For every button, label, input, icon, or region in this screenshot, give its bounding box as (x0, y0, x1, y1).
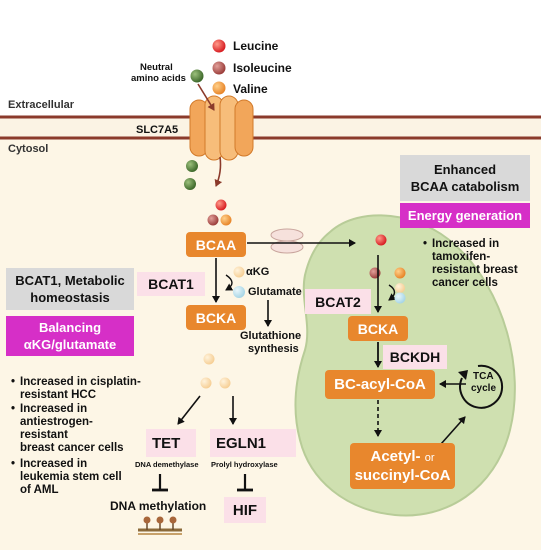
akg-label: αKG (246, 266, 270, 278)
balancing-badge: Balancing αKG/glutamate (6, 316, 134, 356)
leucine-label: Leucine (233, 39, 279, 53)
glutathione-label: Glutathione (240, 330, 302, 342)
isoleucine-label: Isoleucine (233, 61, 292, 75)
right-bullet-line: Increased in (432, 238, 500, 250)
left-bullet-line: breast cancer cells (20, 442, 124, 454)
neutral-amino-acid-icon (190, 69, 204, 83)
enhanced-catabolism-title-1: Enhanced (433, 162, 497, 177)
dna-methylation-icon (138, 516, 182, 535)
glutamate-icon (394, 292, 406, 304)
right-bullet-line: tamoxifen- (432, 251, 491, 263)
right-bullet-line: resistant breast (432, 264, 518, 276)
bcaa-node: BCAA (186, 232, 246, 257)
valine-icon (394, 267, 406, 279)
left-bullet-line: of AML (20, 484, 59, 496)
bcat1-homeostasis-title-2: homeostasis (30, 290, 110, 305)
hif-node: HIF (224, 497, 266, 523)
neutral-amino-acids-label: Neutral (140, 62, 173, 73)
succinyl-coa-label: succinyl-CoA (354, 466, 451, 484)
valine-icon (220, 214, 232, 226)
tca-cycle-icon (458, 364, 504, 409)
bcat1-homeostasis-title: BCAT1, Metabolic homeostasis (6, 268, 134, 310)
enhanced-catabolism-title-2: BCAA catabolism (410, 179, 520, 194)
valine-label: Valine (233, 82, 268, 96)
slc7a5-transporter (189, 95, 254, 161)
egln1-subtitle: Prolyl hydroxylase (211, 460, 278, 469)
extracellular-label: Extracellular (8, 99, 75, 111)
enhanced-catabolism-title: Enhanced BCAA catabolism (400, 155, 530, 201)
leucine-icon (215, 199, 227, 211)
left-bullet-line: antiestrogen- (20, 416, 93, 428)
acetyl-label: Acetyl- (370, 447, 421, 465)
or-label: or (424, 451, 435, 464)
glutamate-label: Glutamate (248, 286, 302, 298)
left-bullet-line: Increased in (20, 403, 88, 415)
bcat1-enzyme: BCAT1 (137, 272, 205, 296)
left-bullet-line: Increased in (20, 458, 88, 470)
right-bullet-line: cancer cells (432, 277, 498, 289)
balancing-badge-2: αKG/glutamate (23, 337, 117, 352)
dna-methylation-label: DNA methylation (110, 499, 207, 513)
neutral-amino-acid-icon (184, 178, 196, 190)
bckdh-enzyme: BCKDH (383, 345, 447, 369)
bcka-icon (200, 377, 212, 389)
akg-icon (233, 266, 245, 278)
tet-subtitle: DNA demethylase (135, 460, 199, 469)
slc7a5-label: SLC7A5 (136, 124, 179, 136)
left-bullet-line: resistant (20, 429, 68, 441)
bcat1-homeostasis-title-1: BCAT1, Metabolic (15, 273, 125, 288)
bcka-icon (219, 377, 231, 389)
leucine-icon (212, 39, 226, 53)
bcka-icon (203, 353, 215, 365)
balancing-badge-1: Balancing (38, 320, 102, 335)
left-bullet-line: Increased in cisplatin- (20, 376, 141, 388)
left-bullet: • Increased in cisplatin- resistant HCC (11, 376, 141, 401)
extracellular-region (0, 0, 541, 116)
glutathione-label-2: synthesis (248, 343, 299, 355)
acetyl-succinyl-coa-node: Acetyl- or succinyl-CoA (350, 443, 455, 489)
neutral-amino-acid-icon (186, 160, 198, 172)
left-bullet: • Increased in antiestrogen- resistant b… (11, 403, 124, 454)
neutral-amino-acids-label-2: amino acids (131, 73, 186, 84)
bcat2-enzyme: BCAT2 (305, 289, 371, 314)
left-bullet-line: resistant HCC (20, 389, 97, 401)
isoleucine-icon (212, 61, 226, 75)
mitochondrial-transporter (270, 228, 304, 254)
bcka-cytosol-node: BCKA (186, 305, 246, 330)
energy-generation-badge: Energy generation (400, 203, 530, 228)
glutamate-icon (233, 286, 245, 298)
isoleucine-icon (369, 267, 381, 279)
egln1-enzyme: EGLN1 (210, 429, 296, 457)
tet-enzyme: TET (146, 429, 196, 457)
right-bullet: • Increased in tamoxifen- resistant brea… (423, 238, 518, 289)
bcka-mito-node: BCKA (348, 316, 408, 341)
left-bullet: • Increased in leukemia stem cell of AML (11, 458, 122, 496)
isoleucine-icon (207, 214, 219, 226)
left-bullet-line: leukemia stem cell (20, 471, 122, 483)
leucine-icon (375, 234, 387, 246)
cell-membrane (0, 116, 541, 140)
bc-acyl-coa-node: BC-acyl-CoA (325, 370, 435, 399)
tca-label-2: cycle (471, 383, 497, 394)
akg-icon (395, 283, 405, 293)
cytosol-label: Cytosol (8, 143, 49, 155)
tca-label: TCA (473, 371, 494, 382)
valine-icon (212, 81, 226, 95)
